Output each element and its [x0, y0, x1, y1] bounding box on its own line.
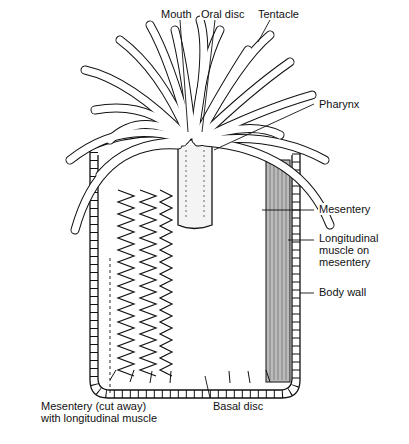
part-label: Longitudinal muscle on mesentery [318, 232, 400, 268]
part-label: Mesentery [318, 203, 371, 215]
part-label: Basal disc [212, 400, 264, 412]
part-label: Tentacle [257, 8, 300, 20]
part-label: Body wall [318, 286, 367, 298]
part-label: Pharynx [318, 98, 360, 110]
part-label: Mouth [160, 8, 193, 20]
part-label: Oral disc [200, 8, 245, 20]
mesentery-fold [160, 190, 172, 376]
mesentery-fold [118, 190, 134, 376]
mesentery-fold [140, 190, 156, 376]
part-label: Mesentery (cut away) with longitudinal m… [40, 400, 164, 424]
